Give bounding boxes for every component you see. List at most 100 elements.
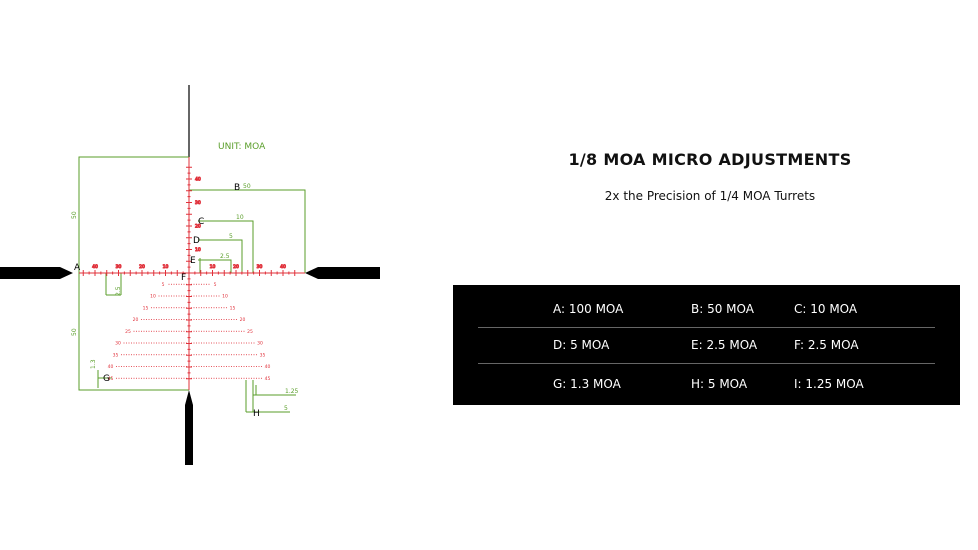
tree-dot <box>213 365 215 368</box>
tree-dot <box>178 365 180 368</box>
tree-dot <box>195 377 198 379</box>
tree-dot <box>158 342 160 344</box>
tree-dot <box>155 307 158 309</box>
tree-dot <box>193 354 195 356</box>
tree-dot <box>213 354 215 356</box>
tree-dot <box>115 365 118 368</box>
tree-dot <box>223 330 225 332</box>
tree-dot <box>205 330 208 332</box>
tree-dot <box>208 342 210 344</box>
tree-dot <box>158 354 160 356</box>
tree-dot <box>155 377 158 379</box>
tree-label-right: 35 <box>260 352 266 358</box>
v-tick-label: 10 <box>195 247 201 253</box>
tree-dot <box>148 342 150 344</box>
tree-dot <box>138 365 140 368</box>
tree-dot <box>193 318 195 321</box>
tree-dot <box>203 283 205 285</box>
tree-dot <box>250 354 253 356</box>
tree-dot <box>160 365 163 368</box>
tree-dot <box>250 377 253 379</box>
tree-dot <box>235 318 238 321</box>
tree-dot <box>223 342 225 344</box>
tree-dot <box>185 342 188 344</box>
tree-dot <box>218 307 220 309</box>
left-post <box>0 267 73 279</box>
tree-dot <box>240 354 243 356</box>
tree-dot <box>140 354 143 356</box>
tree-dot <box>145 330 148 332</box>
tree-dot <box>125 365 128 368</box>
letter-h: H <box>253 409 260 419</box>
tree-dot <box>178 377 180 379</box>
tree-dot <box>120 354 123 356</box>
letter-c: C <box>198 217 204 227</box>
legend-item-f: F: 2.5 MOA <box>794 338 859 352</box>
tree-dot <box>123 365 125 368</box>
tree-dot <box>160 307 163 309</box>
tree-dot <box>193 365 195 368</box>
legend-divider <box>478 327 935 328</box>
tree-dot <box>198 365 200 368</box>
tree-dot <box>133 330 135 332</box>
tree-dot <box>168 354 170 356</box>
tree-dot <box>193 283 195 285</box>
tree-dot <box>225 354 228 356</box>
tree-dot <box>138 330 140 332</box>
h-tick-label: 40 <box>280 264 286 270</box>
tree-dot <box>175 307 178 309</box>
tree-dot <box>253 354 255 356</box>
tree-dot <box>225 377 228 379</box>
right-post <box>305 267 380 279</box>
tree-dot <box>185 283 188 285</box>
tree-dot <box>205 295 208 297</box>
tree-dot <box>210 307 213 309</box>
tree-dot <box>228 377 230 379</box>
tree-dot <box>230 377 233 379</box>
tree-label-right: 10 <box>222 294 228 300</box>
tree-dot <box>198 354 200 356</box>
tree-dot <box>118 365 120 368</box>
tree-dot <box>123 342 125 344</box>
tree-dot <box>173 283 175 285</box>
tree-dot <box>178 295 180 297</box>
tree-dot <box>178 283 180 285</box>
tree-dot <box>218 365 220 368</box>
tree-dot <box>250 365 253 368</box>
tree-dot <box>125 377 128 379</box>
tree-dot <box>165 342 168 344</box>
tree-dot <box>208 354 210 356</box>
tree-dot <box>195 318 198 321</box>
tree-dot <box>168 342 170 344</box>
tree-dot <box>235 377 238 379</box>
tree-dot <box>133 377 135 379</box>
tree-dot <box>238 377 240 379</box>
tree-dot <box>140 318 143 321</box>
tree-label-right: 25 <box>247 329 253 335</box>
tree-dot <box>165 295 168 297</box>
tree-dot <box>178 307 180 309</box>
tree-dot <box>190 295 193 297</box>
tree-dot <box>123 377 125 379</box>
tree-dot <box>163 377 165 379</box>
tree-dot <box>143 377 145 379</box>
tree-dot <box>130 365 133 368</box>
tree-dot <box>165 365 168 368</box>
tree-dot <box>148 318 150 321</box>
tree-dot <box>140 377 143 379</box>
tree-dot <box>180 307 183 309</box>
tree-dot <box>218 318 220 321</box>
letter-d: D <box>193 236 200 246</box>
tree-dot <box>208 365 210 368</box>
tree-dot <box>173 330 175 332</box>
tree-dot <box>125 342 128 344</box>
legend-item-h: H: 5 MOA <box>691 377 748 391</box>
tree-dot <box>210 342 213 344</box>
tree-dot <box>170 330 173 332</box>
tree-dot <box>245 377 248 379</box>
tree-dot <box>138 342 140 344</box>
tree-dot <box>133 354 135 356</box>
letter-e: E <box>190 256 196 266</box>
tree-dot <box>215 342 218 344</box>
